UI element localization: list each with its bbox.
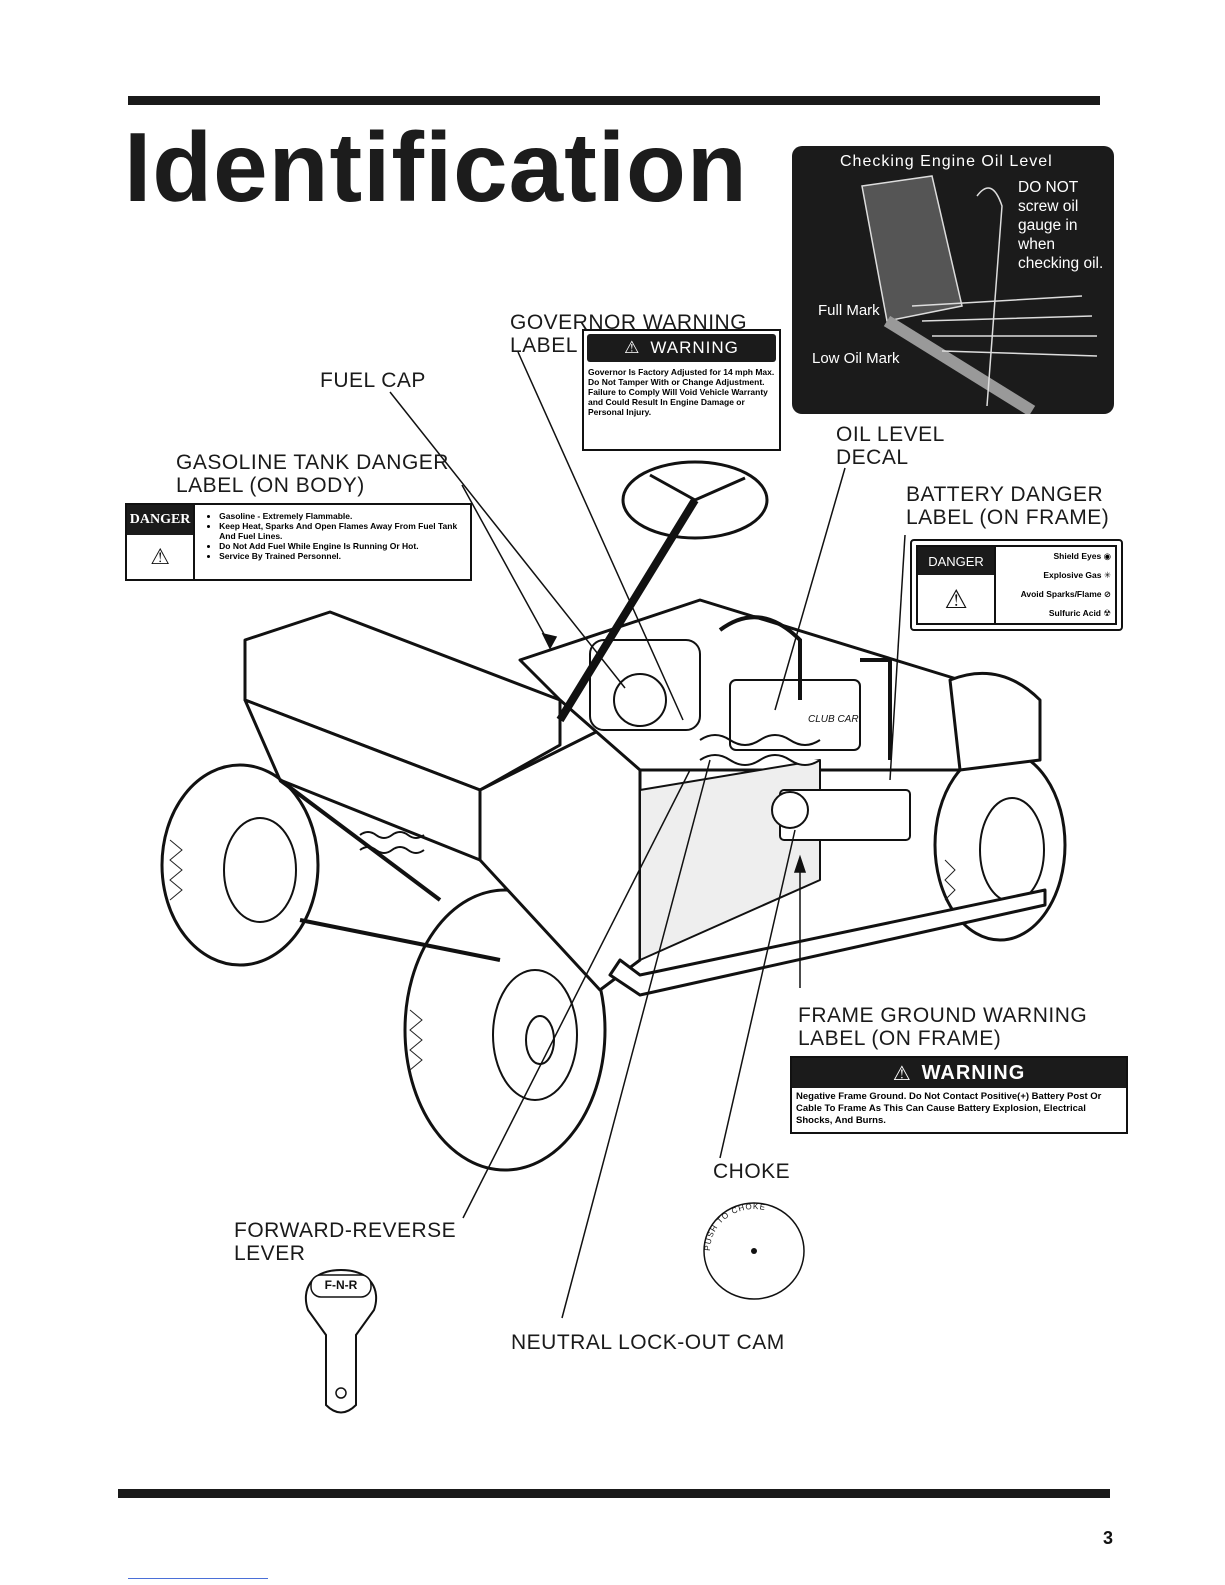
steering-wheel — [556, 460, 769, 723]
fnr-label: F-N-R — [324, 1278, 358, 1292]
low-oil-mark-label: Low Oil Mark — [812, 350, 900, 367]
list-item: Avoid Sparks/Flame — [1020, 589, 1102, 599]
list-item: Gasoline - Extremely Flammable. — [219, 511, 470, 521]
page-title: Identification — [124, 112, 748, 222]
governor-warning-header: ⚠ WARNING — [587, 334, 776, 362]
rear-fender — [948, 671, 1042, 772]
warning-triangle-icon: ⚠ — [624, 338, 641, 357]
top-rule — [128, 96, 1100, 105]
eye-shield-icon: ◉ — [1103, 551, 1111, 561]
oil-level-decal: Checking Engine Oil Level DO NOT screw o… — [792, 146, 1114, 414]
wheel-front-right — [403, 888, 607, 1172]
list-item: Do Not Add Fuel While Engine Is Running … — [219, 541, 470, 551]
gasoline-danger-label: DANGER ⚠ Gasoline - Extremely Flammable.… — [125, 503, 472, 581]
callout-oil-level-decal: OIL LEVEL DECAL — [836, 423, 945, 469]
frame-warning-header: ⚠ WARNING — [792, 1058, 1126, 1088]
battery-danger-label: DANGER ⚠ Shield Eyes ◉ Explosive Gas ✳ A… — [910, 539, 1123, 631]
callout-fuel-cap: FUEL CAP — [320, 369, 426, 392]
page-number: 3 — [1102, 1528, 1113, 1548]
frame-warning-text: Negative Frame Ground. Do Not Contact Po… — [796, 1091, 1102, 1126]
callout-forward-reverse-lever: FORWARD-REVERSE LEVER — [234, 1219, 457, 1265]
callout-choke: CHOKE — [713, 1160, 791, 1183]
frame-rail — [608, 888, 1047, 997]
frame-ground-warning-label: ⚠ WARNING Negative Frame Ground. Do Not … — [790, 1056, 1128, 1134]
callout-frame-ground-warning-label: FRAME GROUND WARNING LABEL (ON FRAME) — [798, 1004, 1088, 1050]
governor-warning-label: ⚠ WARNING Governor Is Factory Adjusted f… — [582, 329, 781, 451]
oil-decal-heading: Checking Engine Oil Level — [840, 153, 1053, 170]
choke-knob: PUSH TO CHOKE — [694, 1196, 814, 1306]
callout-battery-danger-label: BATTERY DANGER LABEL (ON FRAME) — [906, 483, 1110, 529]
list-item: Keep Heat, Sparks And Open Flames Away F… — [219, 521, 470, 541]
oil-decal-note: DO NOT screw oil gauge in when checking … — [1018, 179, 1104, 272]
warning-triangle-icon: ⚠ — [150, 544, 170, 569]
battery-danger-header: DANGER — [918, 547, 994, 575]
gasoline-danger-header: DANGER — [127, 505, 194, 535]
list-item: Shield Eyes — [1053, 551, 1102, 561]
callout-gasoline-tank-danger-label: GASOLINE TANK DANGER LABEL (ON BODY) — [176, 451, 449, 497]
no-flame-icon: ⊘ — [1103, 589, 1111, 599]
bottom-rule — [118, 1489, 1110, 1498]
full-mark-label: Full Mark — [818, 302, 880, 319]
governor-warning-text: Governor Is Factory Adjusted for 14 mph … — [588, 367, 775, 417]
callout-neutral-lock-out-cam: NEUTRAL LOCK-OUT CAM — [511, 1331, 785, 1354]
list-item: Explosive Gas — [1043, 570, 1102, 580]
explosion-icon: ✳ — [1103, 570, 1111, 580]
dipstick-diagram — [861, 175, 1098, 414]
warning-triangle-icon: ⚠ — [892, 1062, 912, 1085]
footer-link-underline — [128, 1578, 268, 1579]
gasoline-danger-list: Gasoline - Extremely Flammable. Keep Hea… — [195, 511, 470, 579]
forward-reverse-lever: F-N-R — [296, 1265, 386, 1425]
engine — [589, 639, 911, 841]
club-car-emblem: CLUB CAR — [808, 714, 859, 725]
callout-governor-warning-label: GOVERNOR WARNING LABEL — [510, 311, 748, 357]
warning-triangle-icon: ⚠ — [944, 583, 968, 614]
list-item: Service By Trained Personnel. — [219, 551, 470, 561]
list-item: Sulfuric Acid — [1048, 608, 1101, 618]
acid-icon: ☢ — [1103, 608, 1111, 618]
wheel-front-left — [160, 763, 320, 967]
